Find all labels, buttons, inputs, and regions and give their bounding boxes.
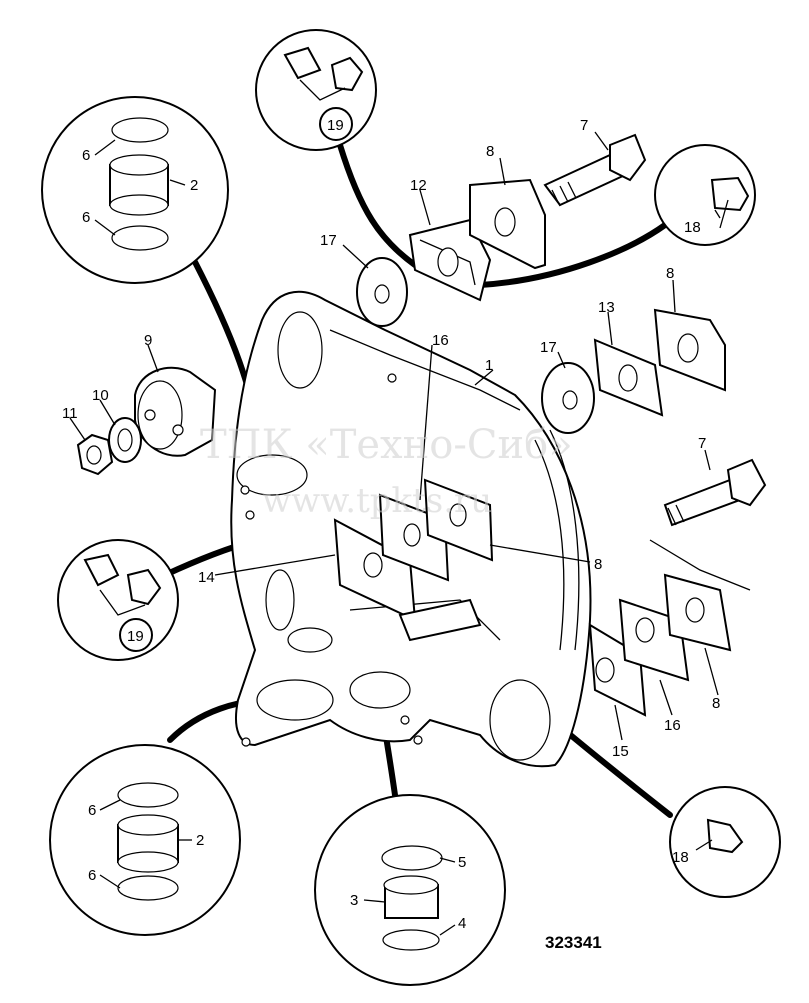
callout-8d: 8 [712,695,720,712]
detail-circle-top-grease [255,29,377,151]
callout-19b: 19 [127,628,144,645]
callout-18a: 18 [684,219,701,236]
callout-17a: 17 [320,232,337,249]
callout-7b: 7 [698,435,706,452]
callout-18b: 18 [672,849,689,866]
callout-5: 5 [458,854,466,871]
washer-17-top [356,257,408,327]
callout-11: 11 [62,405,78,422]
callout-3: 3 [350,892,358,909]
callout-16a: 16 [432,332,449,349]
cap-9 [134,366,217,457]
plate-8-lower [663,573,732,652]
detail-circle-right-fitting-top [654,144,756,246]
callout-8c: 8 [594,556,602,573]
drawing-number: 323341 [545,933,602,952]
detail-circle-bottom-center [314,794,506,986]
callout-6d: 6 [88,867,96,884]
washer-10 [108,417,142,463]
detail-circle-right-fitting-bottom [669,786,781,898]
callout-6a: 6 [82,147,90,164]
detail-circle-left-grease [57,539,179,661]
callout-12: 12 [410,177,427,194]
callout-19a: 19 [327,117,344,134]
watermark-line1: ТПК «Техно-Сиб» [200,422,573,468]
callout-2b: 2 [196,832,204,849]
shim-12 [408,218,492,302]
washer-17-right [541,362,595,434]
callout-17b: 17 [540,339,557,356]
shim-13 [593,338,664,417]
callout-2a: 2 [190,177,198,194]
watermark-line2: www.tpkts.ru [262,481,492,521]
callout-6c: 6 [88,802,96,819]
detail-circle-top-left [41,96,229,284]
callout-leaders [69,131,729,936]
nut-11 [76,433,114,476]
bolt-7-right [649,458,767,591]
detail-circle-bottom-left [49,744,241,936]
callout-8a: 8 [486,143,494,160]
callout-4: 4 [458,915,466,932]
callout-14: 14 [198,569,215,586]
bolt-7-top [543,133,647,207]
callout-16b: 16 [664,717,681,734]
callout-1: 1 [485,357,493,374]
housing-wear-plates [333,478,494,642]
plate-8-right [653,308,726,392]
callout-13: 13 [598,299,615,316]
callout-7a: 7 [580,117,588,134]
plate-15 [588,623,647,717]
callout-labels: 1 2 2 3 4 5 6 6 6 6 7 7 8 8 8 8 9 10 11 … [62,117,720,932]
plate-8-top [469,178,546,270]
callout-10: 10 [92,387,109,404]
callout-6b: 6 [82,209,90,226]
callout-8b: 8 [666,265,674,282]
callout-9: 9 [144,332,152,349]
callout-15: 15 [612,743,629,760]
watermark: ТПК «Техно-Сиб» www.tpkts.ru [200,422,573,521]
